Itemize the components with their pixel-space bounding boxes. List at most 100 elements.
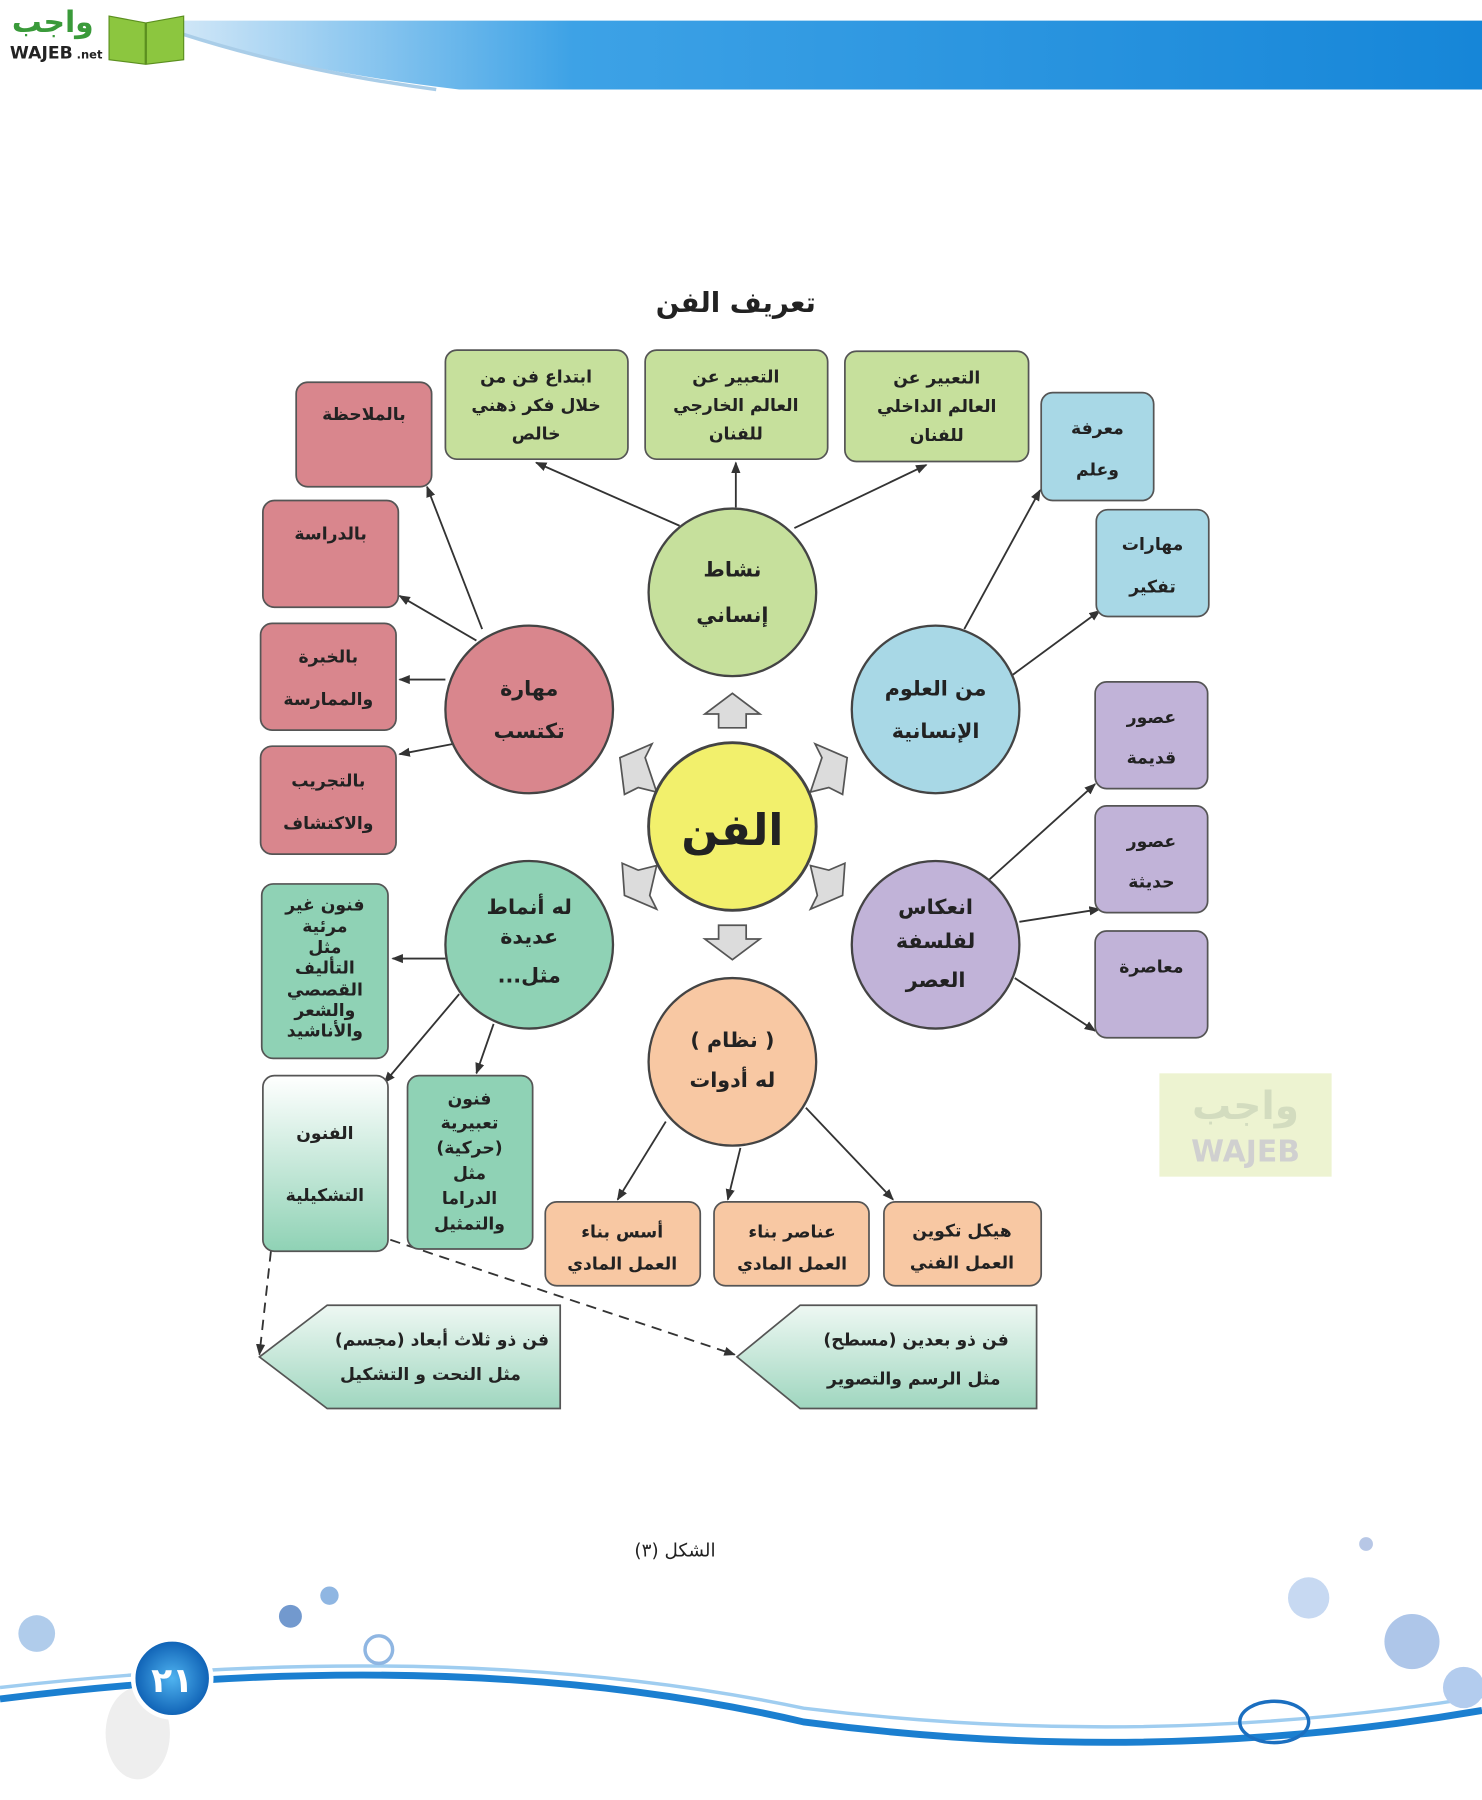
node-line: نشاط (703, 557, 761, 581)
page-number: ٢١ (151, 1661, 193, 1701)
figure-caption: الشكل (٣) (634, 1541, 715, 1562)
box-line: عصور (1126, 708, 1176, 728)
box-line: الفنون (296, 1124, 353, 1144)
box-line: والممارسة (283, 690, 373, 710)
box-line: تفكير (1128, 577, 1176, 597)
node-line: ( نظام ) (690, 1028, 774, 1052)
box-line: خالص (512, 425, 561, 445)
watermark: واجب WAJEB (1159, 1073, 1332, 1177)
box-line: التأليف (295, 956, 355, 978)
arrow-upright-icon (809, 742, 849, 796)
box-line: بالخبرة (298, 647, 358, 667)
box-line: (حركية) (436, 1139, 502, 1159)
node-line: إنساني (696, 603, 768, 627)
box-line: حديثة (1128, 872, 1174, 892)
node-center: الفن (647, 741, 818, 912)
connectors (256, 461, 1101, 1356)
arrow-down-icon (702, 924, 763, 961)
node-line: له أنماط (487, 893, 572, 919)
arrow-downright-icon (808, 861, 846, 911)
node-line: عديدة (500, 925, 558, 949)
node-line: الإنسانية (892, 719, 980, 743)
box-line: بالملاحظة (322, 405, 406, 425)
reflection-children: عصور قديمة عصور حديثة معاصرة (1094, 681, 1209, 1039)
box-line: والاكتشاف (283, 814, 373, 834)
node-line: من العلوم (885, 677, 987, 701)
box-line: والأناشيد (287, 1020, 363, 1042)
box-line: مرئية (302, 917, 347, 937)
box-line: بالدراسة (294, 525, 366, 545)
node-reflection: انعكاس لفلسفة العصر (850, 859, 1021, 1030)
box-line: خلال فكر ذهني (471, 396, 601, 416)
node-line: لفلسفة (896, 929, 975, 953)
watermark-arabic: واجب (1192, 1084, 1299, 1129)
box-line: عصور (1126, 832, 1176, 852)
footer-decoration (0, 1537, 1482, 1746)
arrow-up-icon (702, 692, 763, 729)
box-line: التشكيلية (286, 1186, 364, 1206)
box-line: مهارات (1122, 535, 1184, 555)
box-line: والتمثيل (434, 1214, 505, 1234)
box-line: مثل الرسم والتصوير (826, 1369, 1000, 1389)
box-line: مثل (308, 938, 341, 958)
logo-suffix: .net (77, 48, 103, 62)
header-band (183, 20, 1482, 92)
arrow-downleft-icon (621, 861, 659, 911)
box-line: عناصر بناء (748, 1222, 835, 1242)
box-line: الدراما (442, 1189, 497, 1209)
logo-latin: WAJEB (10, 44, 73, 64)
logo-arabic: واجب (12, 5, 94, 40)
center-label: الفن (681, 806, 783, 856)
box-line: العالم الخارجي (673, 396, 798, 416)
activity-children: ابتداع فن من خلال فكر ذهني خالص التعبير … (444, 349, 1030, 463)
box-line: للفنان (709, 425, 763, 445)
box-line: العمل الفني (910, 1253, 1014, 1273)
diagram-title: تعريف الفن (656, 287, 816, 319)
box-line: ابتداع فن من (480, 367, 592, 387)
box-line: التعبير عن (692, 367, 779, 387)
watermark-latin: WAJEB (1191, 1135, 1300, 1170)
box-line: العمل المادي (737, 1255, 847, 1275)
node-line: تكتسب (494, 719, 565, 743)
logo: واجب WAJEB .net (10, 5, 185, 65)
box-line: القصصي (287, 980, 363, 1000)
box-line: مثل (453, 1164, 486, 1184)
box-line: معرفة (1071, 419, 1124, 439)
box-line: مثل النحت و التشكيل (340, 1365, 521, 1385)
node-line: مهارة (500, 677, 558, 701)
box-line: فن ذو بعدين (مسطح) (823, 1330, 1008, 1350)
node-line: مثل... (498, 964, 561, 988)
node-humanities: من العلوم الإنسانية (850, 624, 1021, 795)
system-children: أسس بناء العمل المادي عناصر بناء العمل ا… (544, 1201, 1043, 1287)
box-line: هيكل تكوين (912, 1221, 1012, 1241)
box-line: وعلم (1076, 460, 1119, 480)
box-line: فنون غير (284, 895, 364, 915)
box-line: العمل المادي (567, 1255, 677, 1275)
page-number-badge: ٢١ (105, 1636, 214, 1780)
box-line: قديمة (1127, 748, 1177, 768)
box-line: للفنان (910, 426, 964, 446)
arrow-upleft-icon (618, 742, 658, 796)
humanities-children: معرفة وعلم مهارات تفكير (1040, 391, 1210, 618)
skill-children: بالملاحظة بالدراسة بالخبرة والممارسة بال… (259, 381, 433, 855)
box-line: أسس بناء (581, 1220, 663, 1242)
plastic-arts-types: فن ذو ثلاث أبعاد (مجسم) مثل النحت و التش… (258, 1304, 1038, 1410)
node-line: انعكاس (898, 895, 973, 919)
block-arrows (618, 692, 849, 961)
node-line: له أدوات (689, 1066, 775, 1092)
node-line: العصر (905, 968, 966, 992)
box-line: فنون (448, 1089, 492, 1109)
node-skill: مهارة تكتسب (444, 624, 615, 795)
node-patterns: له أنماط عديدة مثل... (444, 859, 615, 1030)
box-line: معاصرة (1119, 957, 1183, 977)
node-activity: نشاط إنساني (647, 507, 818, 678)
box-line: التعبير عن (893, 368, 980, 388)
box-line: بالتجريب (291, 771, 365, 791)
box-line: تعبيرية (441, 1113, 499, 1133)
box-line: العالم الداخلي (877, 397, 996, 417)
node-system: ( نظام ) له أدوات (647, 976, 818, 1147)
box-line: فن ذو ثلاث أبعاد (مجسم) (335, 1328, 549, 1350)
watermark-book-icon (1159, 1073, 1332, 1177)
patterns-children: فنون غير مرئية مثل التأليف القصصي والشعر… (260, 883, 534, 1253)
